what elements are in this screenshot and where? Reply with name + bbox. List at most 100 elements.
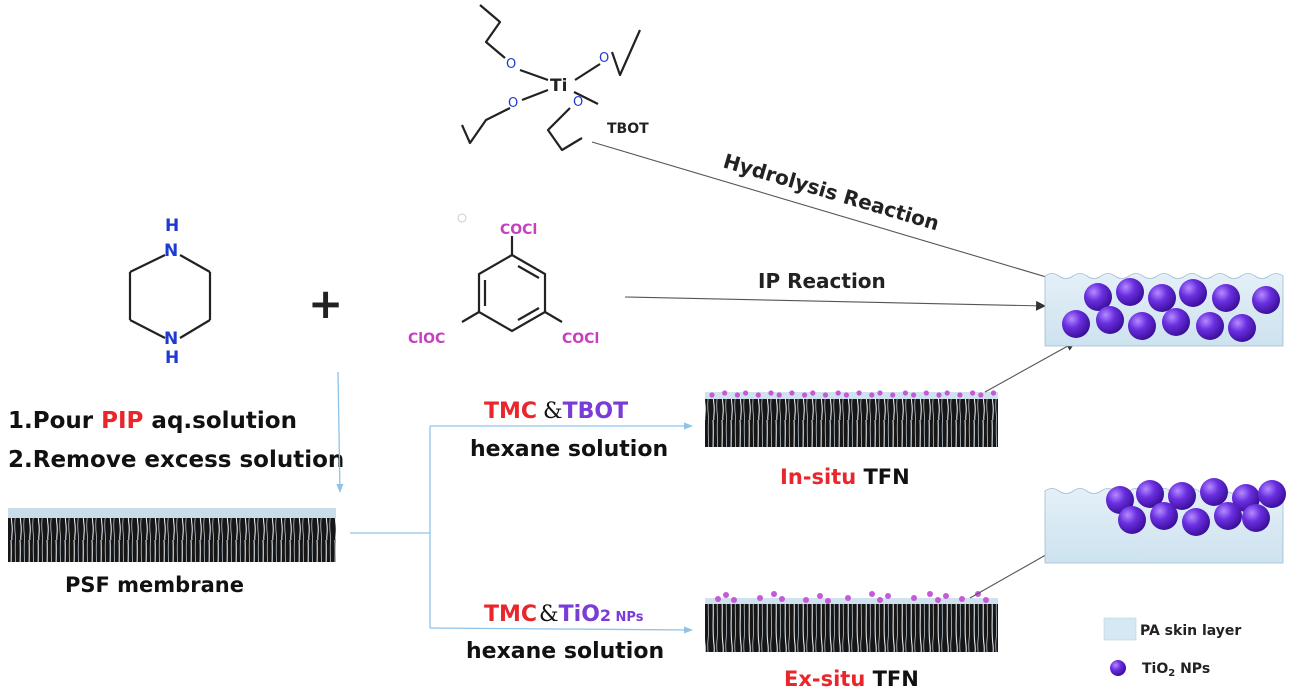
psf-membrane (8, 508, 336, 562)
in-situ-zoom-arrow (984, 341, 1076, 393)
tio2-dot (723, 592, 729, 598)
ip-arrow (624, 296, 1046, 311)
legend-pa-skin-label: PA skin layer (1140, 623, 1241, 639)
tio2-nanoparticle (1196, 312, 1224, 340)
tio2-nanoparticle (1179, 279, 1207, 307)
tio2-nanoparticle (1136, 480, 1164, 508)
tio2-nanoparticle (1118, 506, 1146, 534)
ex-situ-membrane (705, 591, 998, 652)
tmc-molecule (461, 236, 563, 333)
legend-tio-tail: NPs (1175, 661, 1210, 677)
tio2-nanoparticle (1258, 480, 1286, 508)
tio2-dot (902, 390, 909, 396)
step-1: 1.Pour PIP aq.solution (8, 408, 297, 434)
ex-situ-zoom-arrow (969, 547, 1059, 599)
tio2-dot (885, 593, 891, 599)
tbot-label: TBOT (607, 121, 649, 137)
step-2-text: Remove excess solution (33, 447, 345, 473)
step-1-number: 1. (8, 408, 33, 434)
tio2-nanoparticle (1062, 310, 1090, 338)
tio2-dot (970, 390, 976, 396)
tio2-dot (869, 392, 875, 398)
legend-nanoparticle-label: TiO2 NPs (1142, 661, 1210, 679)
tio2-dot (822, 392, 829, 398)
ex-situ-tio2: TiO (559, 602, 600, 627)
ex-situ-tmc: TMC (484, 602, 537, 627)
tio2-dot (877, 597, 883, 603)
tio2-nanoparticle (1200, 478, 1228, 506)
in-situ-prefix: In-situ (780, 465, 856, 489)
ex-situ-prefix: Ex-situ (784, 667, 865, 691)
o-atom-lr: O (573, 95, 583, 110)
tio2-dot (978, 392, 984, 398)
hydrolysis-label: Hydrolysis Reaction (721, 149, 943, 236)
tio2-nanoparticle (1128, 312, 1156, 340)
pip-to-psf-arrow (336, 371, 344, 493)
o-atom-ul: O (506, 57, 516, 72)
in-situ-product: In-situ TFN (780, 465, 910, 489)
tio2-dot (802, 392, 808, 398)
tio2-dot (990, 390, 997, 396)
tio2-dot (943, 593, 949, 599)
ex-situ-zoom (1044, 478, 1286, 564)
tbot-molecule (460, 4, 642, 152)
tio2-dot (817, 593, 823, 599)
stray-dot (457, 213, 467, 223)
tio2-nanoparticle (1148, 284, 1176, 312)
tio2-dot (845, 595, 851, 601)
tio2-dot (856, 390, 862, 396)
tio2-nanoparticle (1168, 482, 1196, 510)
in-situ-solvent: hexane solution (470, 437, 668, 462)
tio2-nanoparticle (1252, 286, 1280, 314)
step-1-post: aq.solution (143, 408, 297, 434)
tio2-dot (959, 596, 965, 602)
tio2-nanoparticle (1242, 504, 1270, 532)
ex-situ-solvent: hexane solution (466, 639, 664, 664)
step-1-highlight: PIP (101, 408, 143, 434)
ip-label: IP Reaction (758, 269, 886, 293)
tio2-dot (776, 392, 782, 398)
tio2-dot (731, 597, 737, 603)
in-situ-tbot: TBOT (563, 399, 628, 424)
tio2-dot (890, 392, 896, 398)
tio2-dot (877, 390, 883, 396)
ex-situ-tio2-sub: 2 (600, 606, 611, 625)
tio2-dot (771, 591, 777, 597)
step-2: 2.Remove excess solution (8, 447, 344, 473)
plus-sign: + (308, 279, 343, 328)
tio2-nanoparticle (1214, 502, 1242, 530)
tio2-dot (927, 591, 933, 597)
ex-situ-amp: & (539, 602, 559, 627)
tio2-dot (936, 392, 942, 398)
tio2-nanoparticle (1228, 314, 1256, 342)
tio2-dot (911, 392, 917, 398)
tio2-dot (957, 392, 963, 398)
pip-n-bottom: N (164, 329, 178, 349)
ex-situ-nps: NPs (611, 610, 644, 625)
tio2-dot (743, 390, 749, 396)
tio2-dot (779, 596, 785, 602)
tio2-dot (843, 392, 850, 398)
tio2-dot (755, 392, 761, 398)
tio2-dot (911, 595, 917, 601)
tio2-dot (825, 598, 831, 604)
o-atom-ll: O (508, 96, 518, 111)
pip-molecule (128, 254, 212, 339)
step-1-pre: Pour (33, 408, 101, 434)
hydrolysis-arrow (591, 141, 1091, 293)
pip-h-bottom: H (165, 348, 179, 368)
tio2-nanoparticle (1096, 306, 1124, 334)
legend-pa-skin-swatch (1103, 617, 1137, 641)
o-atom-ur: O (599, 51, 609, 66)
legend-tio-sub: 2 (1168, 668, 1175, 679)
tio2-dot (734, 392, 741, 398)
tmc-cocl-left: ClOC (408, 331, 445, 347)
legend-nanoparticle-swatch (1110, 660, 1126, 676)
ex-situ-suffix: TFN (865, 667, 919, 691)
tio2-nanoparticle (1182, 508, 1210, 536)
tio2-nanoparticle (1212, 284, 1240, 312)
tio2-nanoparticle (1162, 308, 1190, 336)
tio2-dot (810, 390, 816, 396)
ex-situ-product: Ex-situ TFN (784, 667, 919, 691)
